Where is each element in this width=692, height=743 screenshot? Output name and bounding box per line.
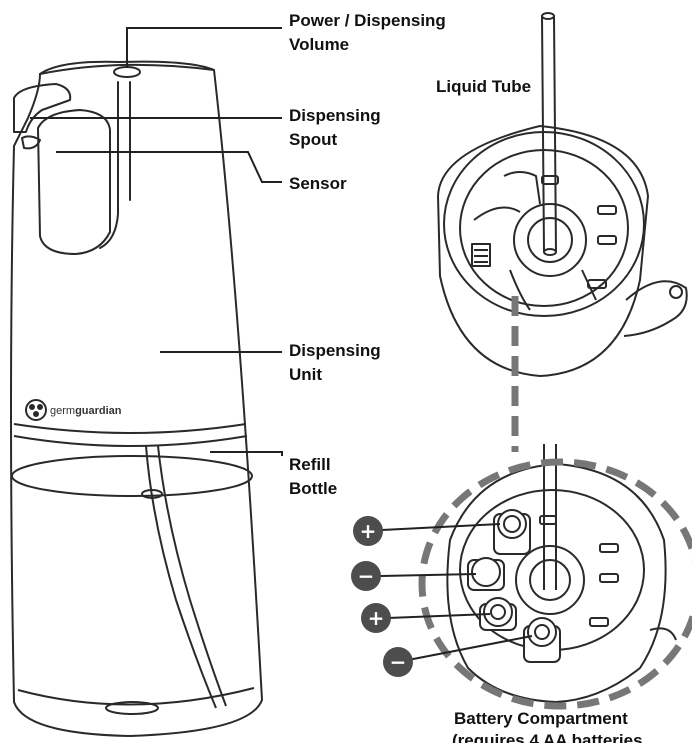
label-battery-line2: (requires 4 AA batteries (452, 731, 643, 743)
plus-icon (361, 603, 391, 633)
top-view-housing (437, 125, 649, 377)
liquid-tube-part (541, 12, 557, 256)
minus-icon (383, 647, 413, 677)
refill-leader (210, 451, 283, 456)
brand-name: germguardian (50, 405, 122, 417)
label-refill-line2: Bottle (289, 479, 337, 498)
trefoil-dots-logo-icon (29, 404, 43, 417)
battery-1 (493, 509, 531, 555)
label-power-line1: Power / Dispensing (289, 11, 446, 30)
sensor-window (37, 109, 111, 255)
minus-icon (351, 561, 381, 591)
callout-leaders (30, 27, 283, 456)
polarity-badge-minus-1: − (351, 561, 381, 591)
label-power-line2: Volume (289, 35, 349, 54)
svg-text:+: + (368, 606, 385, 630)
dispenser-top-view (437, 125, 688, 377)
top-view-spout (623, 280, 688, 337)
battery-4 (523, 617, 561, 663)
battery-2 (467, 557, 505, 591)
dispenser-illustration (10, 60, 263, 737)
tube-hub (513, 203, 587, 277)
dispenser-top-cap (39, 60, 215, 75)
dispensing-spout (13, 83, 72, 133)
label-spout-line2: Spout (289, 130, 337, 149)
refill-bottle-lines (11, 423, 255, 715)
label-unit-line1: Dispensing (289, 341, 381, 360)
polarity-badge-plus-1: + (353, 516, 383, 546)
brand-logo-ring (25, 399, 47, 421)
plus-icon (353, 516, 383, 546)
label-spout-line1: Dispensing (289, 106, 381, 125)
dispenser-body (10, 63, 263, 737)
label-refill-line1: Refill (289, 455, 331, 474)
polarity-badge-plus-2: + (361, 603, 391, 633)
liquid-surface (11, 455, 253, 497)
internal-pipe (99, 81, 119, 249)
polarity-badge-minus-2: − (383, 647, 413, 677)
sensor-leader (56, 151, 282, 183)
svg-text:−: − (390, 650, 407, 674)
battery-3 (479, 597, 517, 631)
battery-zoom-dashed-circle (418, 458, 692, 710)
battery-hub (515, 545, 585, 615)
suction-tube (145, 445, 217, 709)
bottle-base (105, 701, 159, 715)
bottle-seam (13, 423, 247, 434)
label-liquid-tube: Liquid Tube (436, 77, 531, 96)
liquid-tube-battery-view (543, 444, 557, 590)
power-button (113, 66, 141, 78)
label-unit-line2: Unit (289, 365, 322, 384)
svg-text:+: + (360, 519, 377, 543)
spout-nozzle (21, 135, 41, 150)
svg-text:−: − (358, 564, 375, 588)
power-leader (126, 27, 282, 68)
aa-batteries (467, 509, 561, 663)
label-sensor: Sensor (289, 174, 347, 193)
label-battery-line1: Battery Compartment (454, 709, 628, 728)
polarity-leaders (379, 523, 533, 661)
